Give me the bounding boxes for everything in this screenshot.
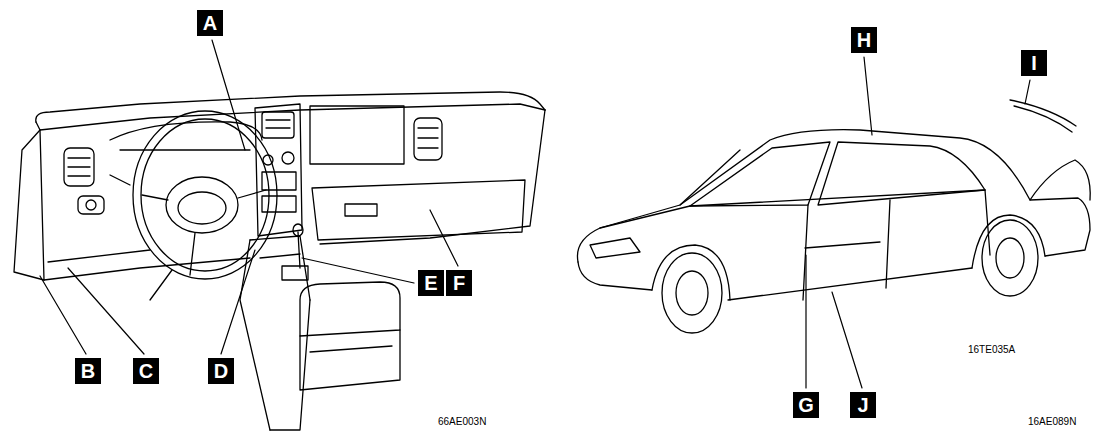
dashboard-drawing bbox=[14, 92, 545, 430]
callout-letter: D bbox=[208, 358, 234, 384]
callout-letter: E bbox=[418, 270, 444, 296]
figure-code: 16AE089N bbox=[1028, 416, 1076, 427]
callout-letter: B bbox=[75, 358, 101, 384]
callout-letter: I bbox=[1021, 50, 1047, 76]
callout-letter: C bbox=[133, 358, 159, 384]
callout-letter: G bbox=[793, 392, 819, 418]
figure-code: 16TE035A bbox=[968, 344, 1015, 355]
callout-letter: H bbox=[851, 27, 877, 53]
figure-code: 66AE003N bbox=[438, 416, 486, 427]
callout-letter: F bbox=[446, 270, 472, 296]
callout-letter: A bbox=[197, 10, 223, 36]
leader-lines bbox=[40, 40, 1030, 388]
callout-letter: J bbox=[850, 392, 876, 418]
